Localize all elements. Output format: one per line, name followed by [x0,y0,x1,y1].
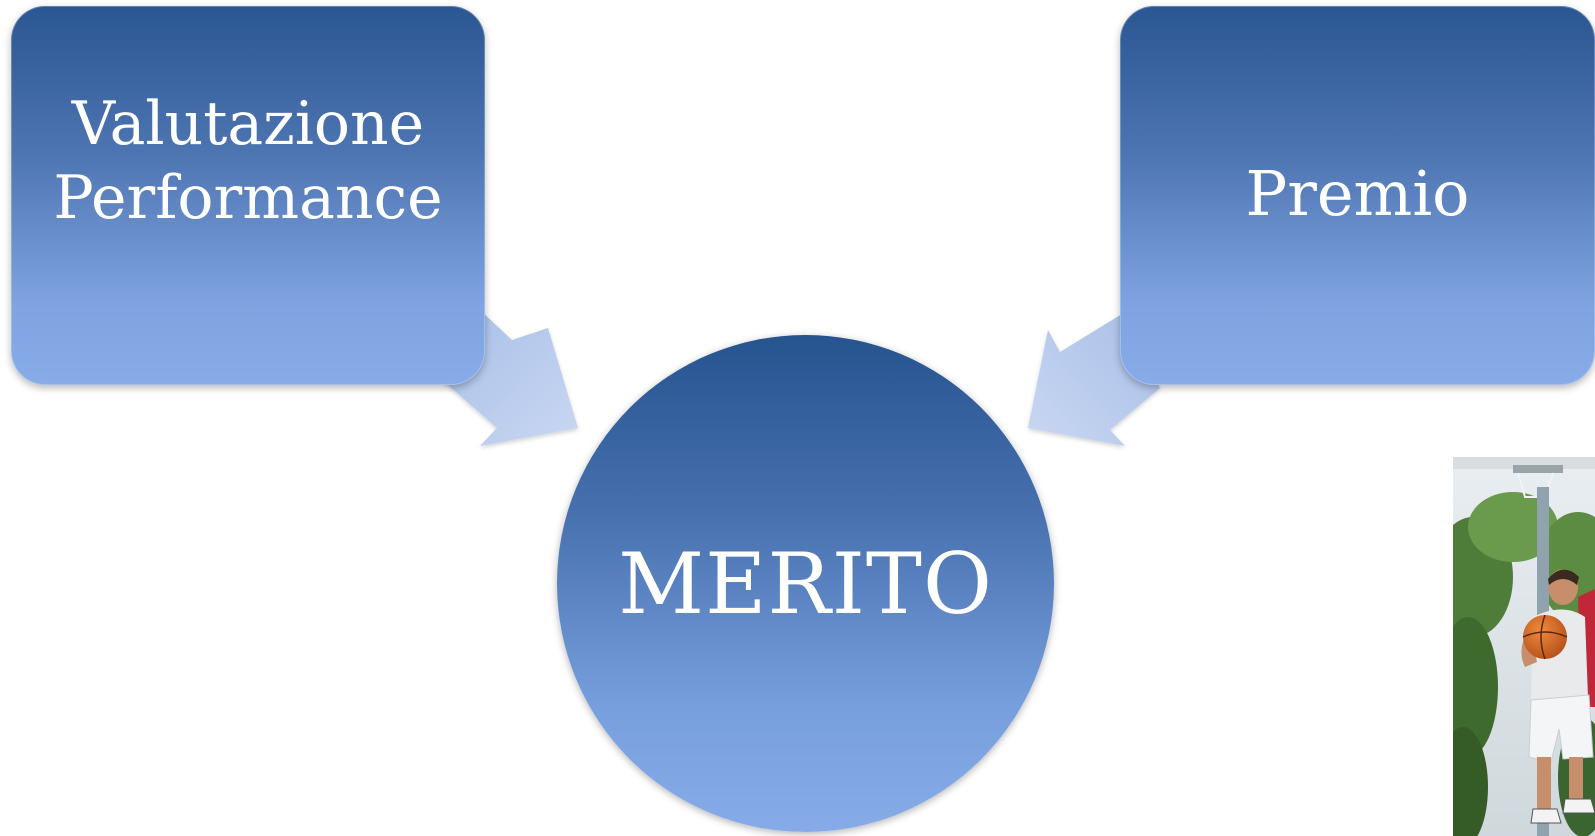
node-label-line: Valutazione [71,88,425,159]
node-merito: MERITO [557,335,1054,832]
node-label-line: Performance [53,162,443,233]
basketball-player-photo [1453,457,1595,836]
node-label: Premio [1245,157,1470,230]
node-label: MERITO [618,534,993,633]
node-valutazione-performance: Valutazione Performance [11,6,485,385]
node-premio: Premio [1120,6,1595,385]
